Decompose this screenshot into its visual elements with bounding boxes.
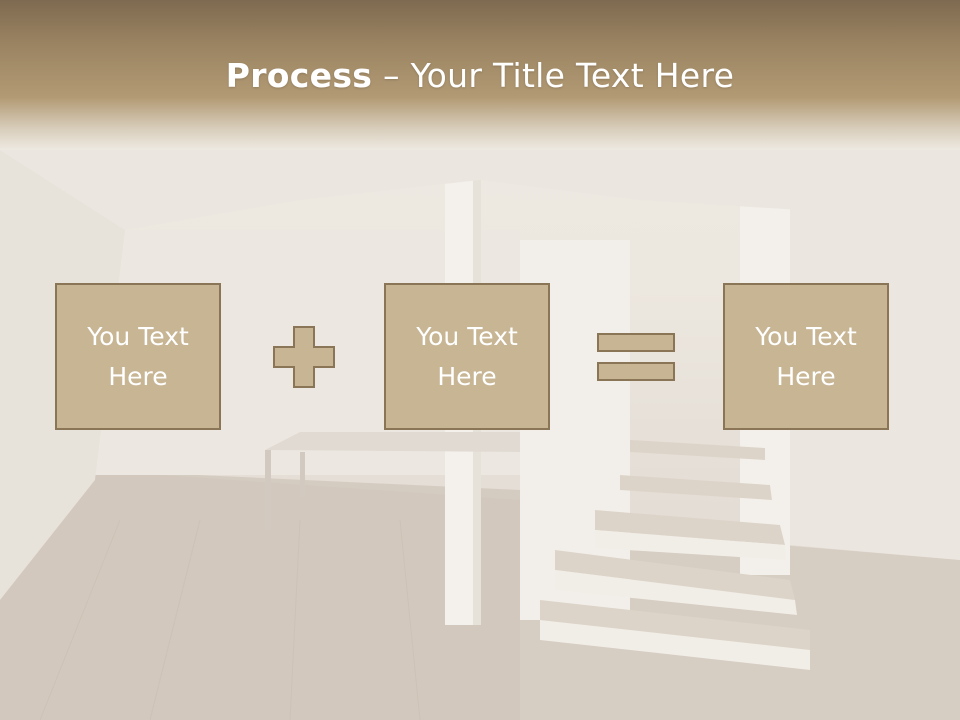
plus-icon (273, 326, 335, 388)
equals-bar-bottom (597, 362, 675, 381)
title-bar (0, 0, 960, 150)
equals-bar-top (597, 333, 675, 352)
slide-title: Process – Your Title Text Here (0, 54, 960, 98)
text-box-3-line1: You Text (755, 321, 857, 351)
text-box-3-line2: Here (776, 361, 836, 391)
text-box-1-line2: Here (108, 361, 168, 391)
text-box-2-line1: You Text (416, 321, 518, 351)
text-box-1-line1: You Text (87, 321, 189, 351)
title-bold: Process (225, 56, 373, 95)
title-rest: – Your Title Text Here (372, 56, 735, 95)
text-box-2-line2: Here (437, 361, 497, 391)
